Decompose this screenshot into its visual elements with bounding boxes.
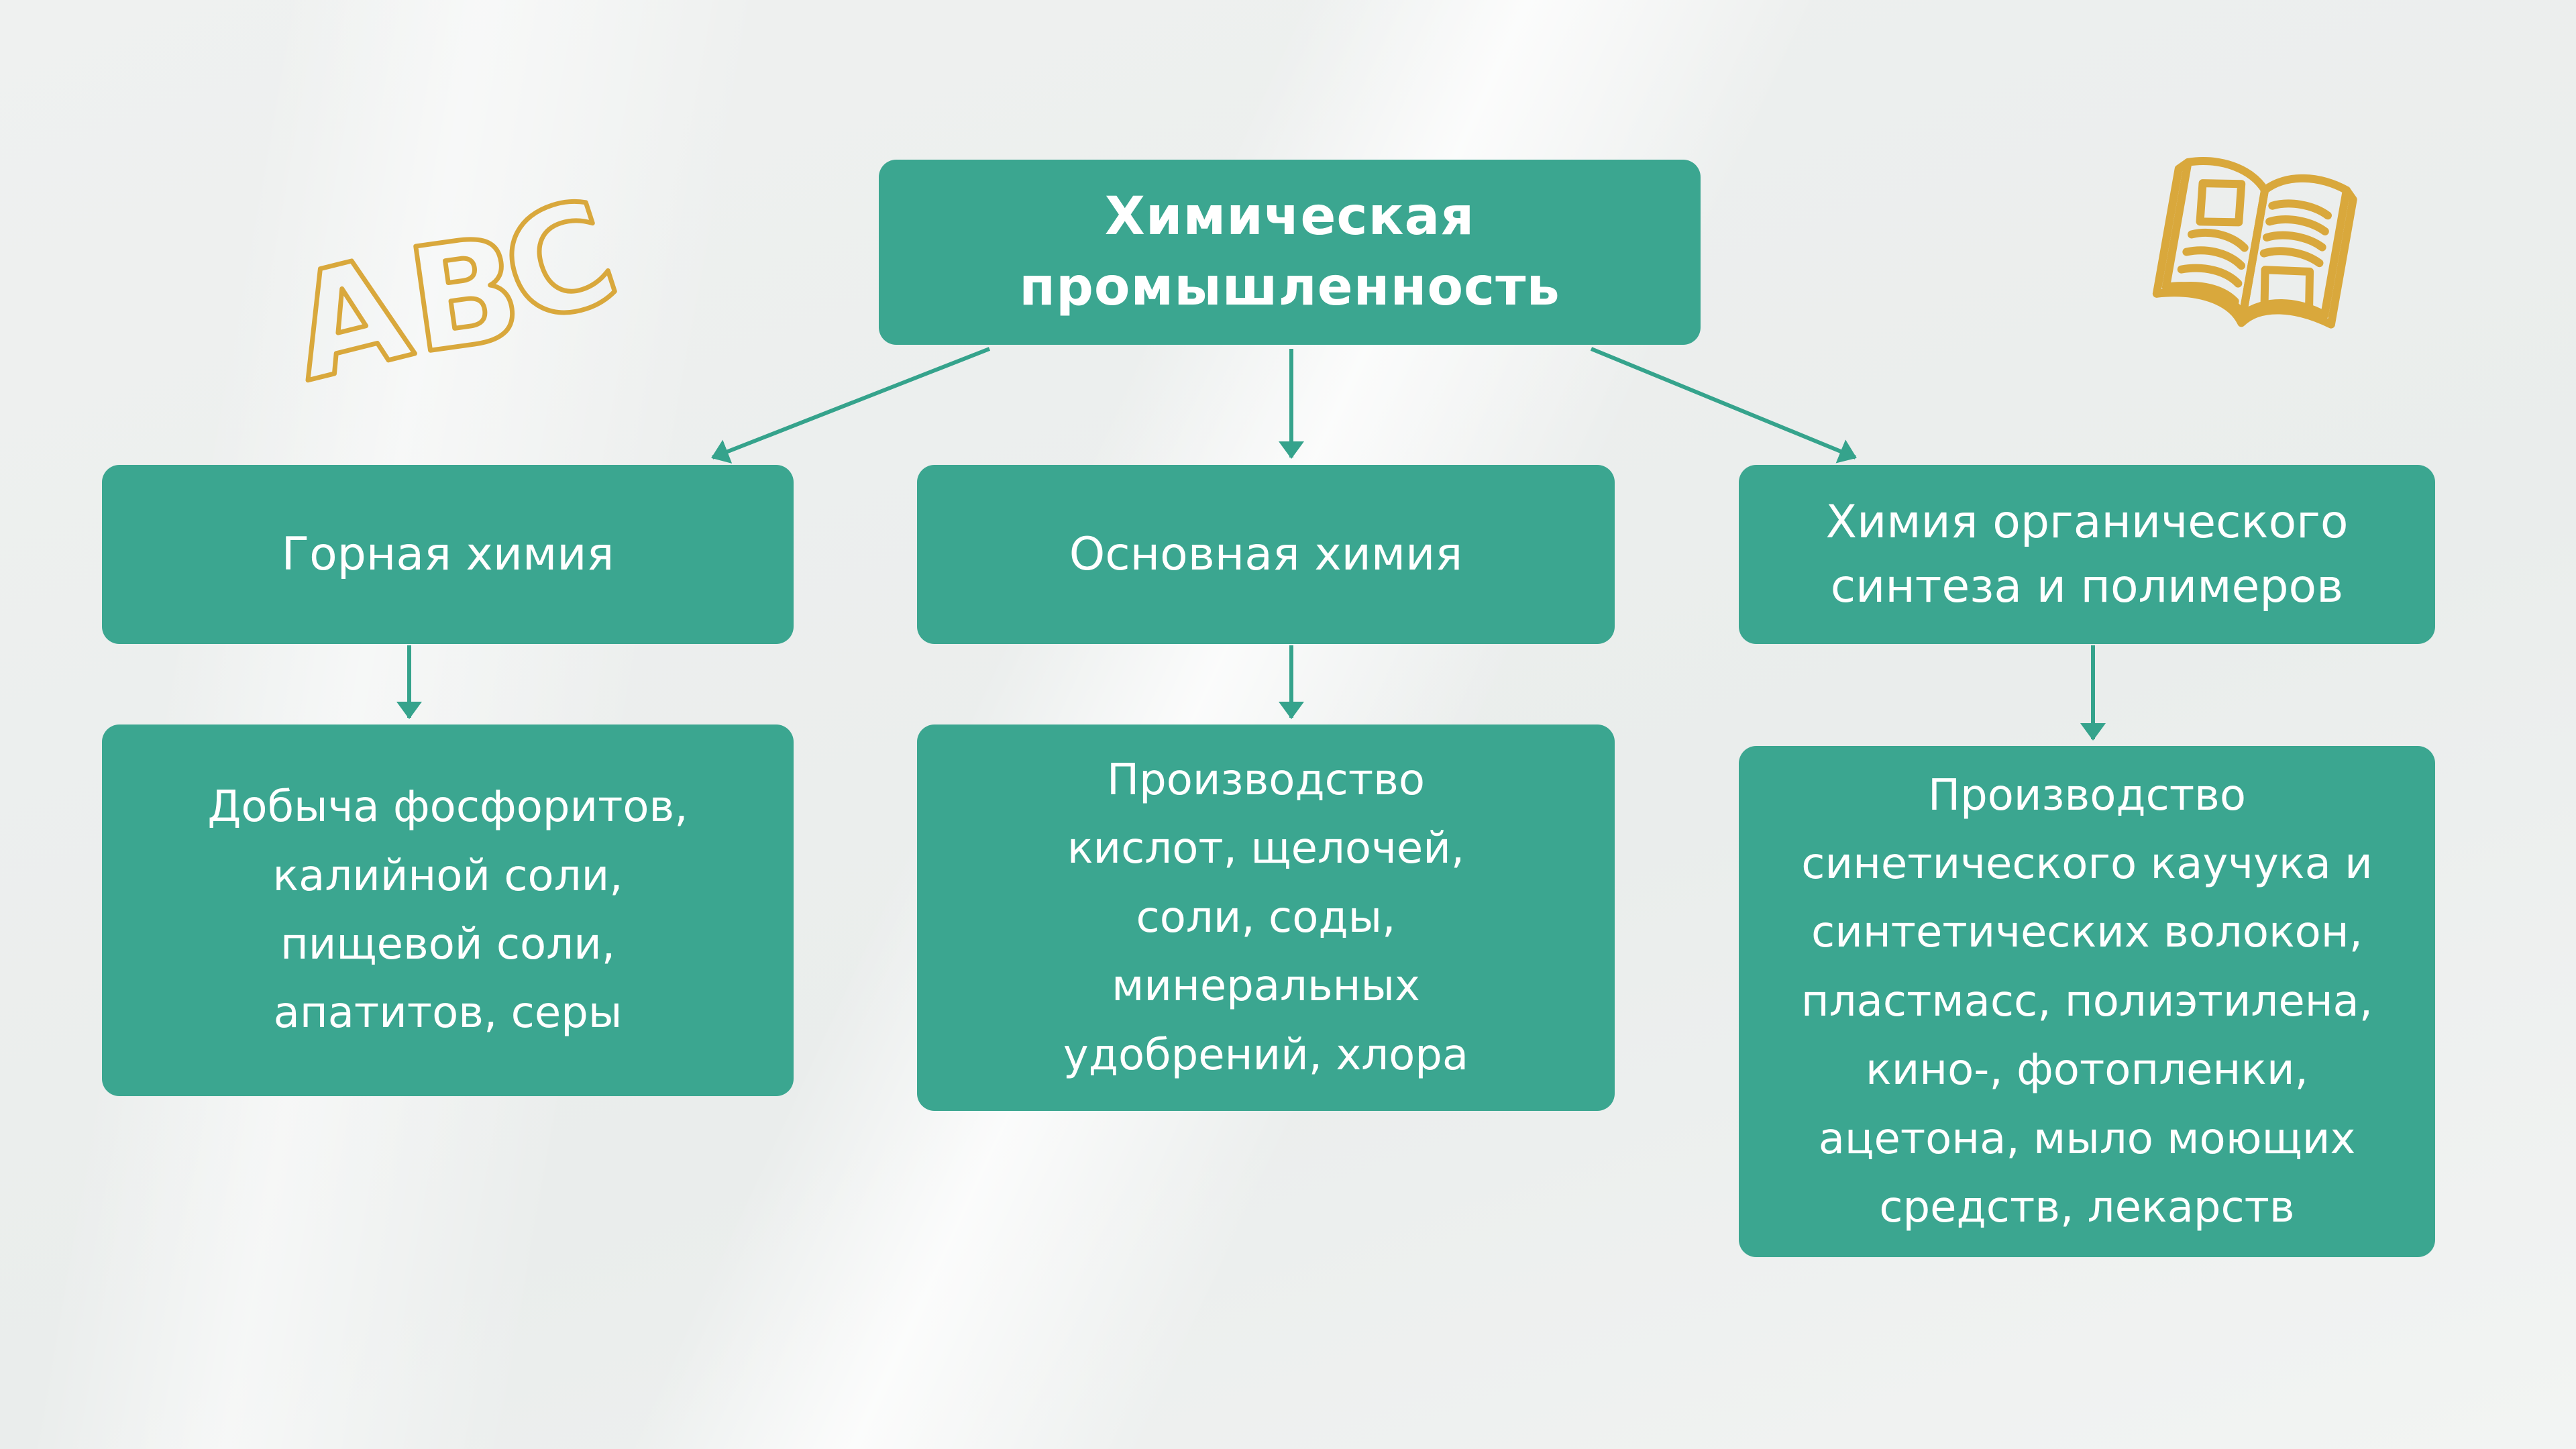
node-root-label: Химическая промышленность — [1019, 186, 1560, 317]
node-gornaya-himiya: Горная химия — [102, 465, 794, 644]
node-dobycha-detail-label: Добыча фосфоритов, калийной соли, пищево… — [207, 782, 688, 1038]
node-proizvodstvo-kislot-detail-label: Производство кислот, щелочей, соли, соды… — [1063, 755, 1469, 1080]
node-proizvodstvo-kauchuka-detail: Производство синетического каучука и син… — [1739, 746, 2435, 1257]
node-osnovnaya-himiya-label: Основная химия — [1069, 527, 1463, 581]
letter-b: B — [398, 204, 531, 386]
node-root: Химическая промышленность — [879, 160, 1701, 345]
open-book-icon — [2152, 156, 2357, 329]
node-proizvodstvo-kauchuka-detail-label: Производство синетического каучука и син… — [1801, 770, 2373, 1232]
node-dobycha-detail: Добыча фосфоритов, калийной соли, пищево… — [102, 724, 794, 1096]
node-proizvodstvo-kislot-detail: Производство кислот, щелочей, соли, соды… — [917, 724, 1615, 1111]
node-himiya-organicheskogo-sinteza: Химия органического синтеза и полимеров — [1739, 465, 2435, 644]
abc-letters-icon: A B C — [288, 164, 638, 399]
node-osnovnaya-himiya: Основная химия — [917, 465, 1615, 644]
node-gornaya-himiya-label: Горная химия — [281, 527, 614, 581]
node-himiya-organicheskogo-sinteza-label: Химия органического синтеза и полимеров — [1825, 496, 2349, 613]
